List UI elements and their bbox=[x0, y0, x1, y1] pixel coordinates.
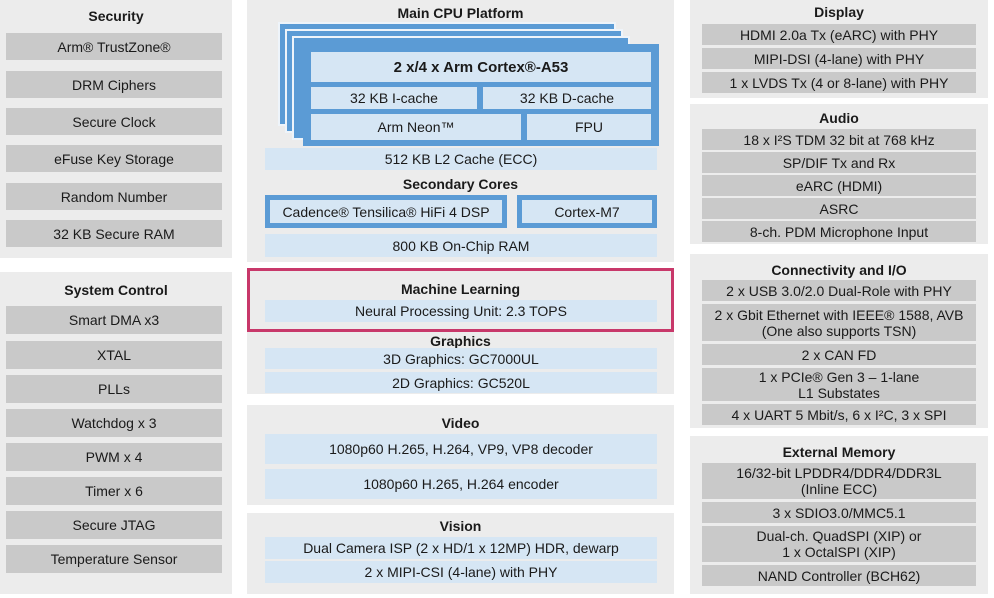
video-title: Video bbox=[441, 415, 480, 431]
graphics-2d: 2D Graphics: GC520L bbox=[265, 372, 657, 393]
cpu-fpu: FPU bbox=[527, 114, 651, 140]
conn-can-line1: 2 x CAN FD bbox=[801, 346, 877, 363]
npu-box: Neural Processing Unit: 2.3 TOPS bbox=[265, 300, 657, 322]
sysctl-item-temp: Temperature Sensor bbox=[6, 545, 222, 573]
video-panel: Video 1080p60 H.265, H.264, VP9, VP8 dec… bbox=[247, 405, 674, 505]
on-chip-ram: 800 KB On-Chip RAM bbox=[265, 234, 657, 257]
l2-cache: 512 KB L2 Cache (ECC) bbox=[265, 148, 657, 170]
display-hdmi: HDMI 2.0a Tx (eARC) with PHY bbox=[702, 24, 976, 45]
cpu-dcache: 32 KB D-cache bbox=[483, 87, 651, 109]
video-encoder: 1080p60 H.265, H.264 encoder bbox=[265, 469, 657, 499]
mem-sdio: 3 x SDIO3.0/MMC5.1 bbox=[702, 502, 976, 523]
dsp-block: Cadence® Tensilica® HiFi 4 DSP bbox=[265, 195, 507, 228]
audio-spdif: SP/DIF Tx and Rx bbox=[702, 152, 976, 173]
mem-lpddr4-line1: 16/32-bit LPDDR4/DDR4/DDR3L bbox=[736, 465, 942, 481]
mem-nand: NAND Controller (BCH62) bbox=[702, 565, 976, 586]
sysctl-item-plls: PLLs bbox=[6, 375, 222, 403]
graphics-panel: Graphics 3D Graphics: GC7000UL 2D Graphi… bbox=[247, 332, 674, 394]
conn-ethernet-line2: (One also supports TSN) bbox=[761, 322, 917, 339]
main-cpu-title: Main CPU Platform bbox=[397, 5, 524, 21]
vision-panel: Vision Dual Camera ISP (2 x HD/1 x 12MP)… bbox=[247, 513, 674, 594]
conn-usb-line1: 2 x USB 3.0/2.0 Dual-Role with PHY bbox=[726, 282, 952, 299]
security-panel: Security Arm® TrustZone® DRM Ciphers Sec… bbox=[0, 0, 232, 258]
conn-usb: 2 x USB 3.0/2.0 Dual-Role with PHY bbox=[702, 280, 976, 301]
conn-uart-line1: 4 x UART 5 Mbit/s, 6 x I²C, 3 x SPI bbox=[731, 406, 947, 423]
video-decoder: 1080p60 H.265, H.264, VP9, VP8 decoder bbox=[265, 434, 657, 464]
sysctl-item-timer: Timer x 6 bbox=[6, 477, 222, 505]
display-mipi-dsi: MIPI-DSI (4-lane) with PHY bbox=[702, 48, 976, 69]
sysctl-item-pwm: PWM x 4 bbox=[6, 443, 222, 471]
machine-learning-title: Machine Learning bbox=[400, 281, 521, 297]
mem-quadspi-line2: 1 x OctalSPI (XIP) bbox=[782, 544, 896, 560]
conn-ethernet: 2 x Gbit Ethernet with IEEE® 1588, AVB (… bbox=[702, 304, 976, 341]
system-control-panel: System Control Smart DMA x3 XTAL PLLs Wa… bbox=[0, 272, 232, 594]
audio-panel: Audio 18 x I²S TDM 32 bit at 768 kHz SP/… bbox=[690, 104, 988, 244]
audio-pdm: 8-ch. PDM Microphone Input bbox=[702, 221, 976, 242]
system-control-title: System Control bbox=[64, 282, 168, 298]
main-cpu-panel: Main CPU Platform 2 x/4 x Arm Cortex®-A5… bbox=[247, 0, 674, 262]
mem-quadspi: Dual-ch. QuadSPI (XIP) or 1 x OctalSPI (… bbox=[702, 526, 976, 562]
sysctl-item-watchdog: Watchdog x 3 bbox=[6, 409, 222, 437]
connectivity-title: Connectivity and I/O bbox=[771, 262, 907, 278]
conn-ethernet-line1: 2 x Gbit Ethernet with IEEE® 1588, AVB bbox=[714, 306, 964, 323]
mem-lpddr4: 16/32-bit LPDDR4/DDR4/DDR3L (Inline ECC) bbox=[702, 463, 976, 499]
display-panel: Display HDMI 2.0a Tx (eARC) with PHY MIP… bbox=[690, 0, 988, 98]
display-lvds: 1 x LVDS Tx (4 or 8-lane) with PHY bbox=[702, 72, 976, 93]
dsp-label: Cadence® Tensilica® HiFi 4 DSP bbox=[270, 200, 502, 223]
audio-i2s: 18 x I²S TDM 32 bit at 768 kHz bbox=[702, 129, 976, 150]
machine-learning-panel: Machine Learning Neural Processing Unit:… bbox=[247, 268, 674, 330]
display-title: Display bbox=[814, 4, 864, 20]
vision-csi: 2 x MIPI-CSI (4-lane) with PHY bbox=[265, 561, 657, 583]
cpu-neon: Arm Neon™ bbox=[311, 114, 521, 140]
secondary-cores-title: Secondary Cores bbox=[402, 176, 519, 192]
conn-pcie-line1: 1 x PCIe® Gen 3 – 1-lane bbox=[758, 368, 920, 385]
cortex-m7-label: Cortex-M7 bbox=[522, 200, 652, 223]
security-item-random: Random Number bbox=[6, 183, 222, 210]
security-title: Security bbox=[88, 8, 144, 24]
vision-title: Vision bbox=[439, 518, 482, 534]
security-item-trustzone: Arm® TrustZone® bbox=[6, 33, 222, 60]
graphics-title: Graphics bbox=[430, 333, 491, 349]
vision-isp: Dual Camera ISP (2 x HD/1 x 12MP) HDR, d… bbox=[265, 537, 657, 559]
security-item-ram: 32 KB Secure RAM bbox=[6, 220, 222, 247]
cortex-m7-block: Cortex-M7 bbox=[517, 195, 657, 228]
conn-pcie-line2: L1 Substates bbox=[798, 384, 880, 401]
graphics-3d: 3D Graphics: GC7000UL bbox=[265, 348, 657, 369]
conn-pcie: 1 x PCIe® Gen 3 – 1-lane L1 Substates bbox=[702, 368, 976, 401]
external-memory-title: External Memory bbox=[782, 444, 896, 460]
security-item-efuse: eFuse Key Storage bbox=[6, 145, 222, 172]
sysctl-item-dma: Smart DMA x3 bbox=[6, 306, 222, 334]
mem-quadspi-line1: Dual-ch. QuadSPI (XIP) or bbox=[756, 528, 922, 544]
cpu-core-label: 2 x/4 x Arm Cortex®-A53 bbox=[311, 52, 651, 82]
audio-title: Audio bbox=[819, 110, 859, 126]
external-memory-panel: External Memory 16/32-bit LPDDR4/DDR4/DD… bbox=[690, 436, 988, 594]
cpu-core-block: 2 x/4 x Arm Cortex®-A53 32 KB I-cache 32… bbox=[303, 44, 659, 146]
mem-sdio-line1: 3 x SDIO3.0/MMC5.1 bbox=[772, 504, 906, 521]
mem-nand-line1: NAND Controller (BCH62) bbox=[757, 567, 921, 584]
conn-can: 2 x CAN FD bbox=[702, 344, 976, 365]
sysctl-item-jtag: Secure JTAG bbox=[6, 511, 222, 539]
sysctl-item-xtal: XTAL bbox=[6, 341, 222, 369]
security-item-drm: DRM Ciphers bbox=[6, 71, 222, 98]
ml-highlight-frame bbox=[247, 268, 674, 332]
security-item-clock: Secure Clock bbox=[6, 108, 222, 135]
connectivity-panel: Connectivity and I/O 2 x USB 3.0/2.0 Dua… bbox=[690, 254, 988, 428]
mem-lpddr4-line2: (Inline ECC) bbox=[800, 481, 878, 497]
conn-uart: 4 x UART 5 Mbit/s, 6 x I²C, 3 x SPI bbox=[702, 404, 976, 425]
cpu-icache: 32 KB I-cache bbox=[311, 87, 477, 109]
audio-earc: eARC (HDMI) bbox=[702, 175, 976, 196]
audio-asrc: ASRC bbox=[702, 198, 976, 219]
